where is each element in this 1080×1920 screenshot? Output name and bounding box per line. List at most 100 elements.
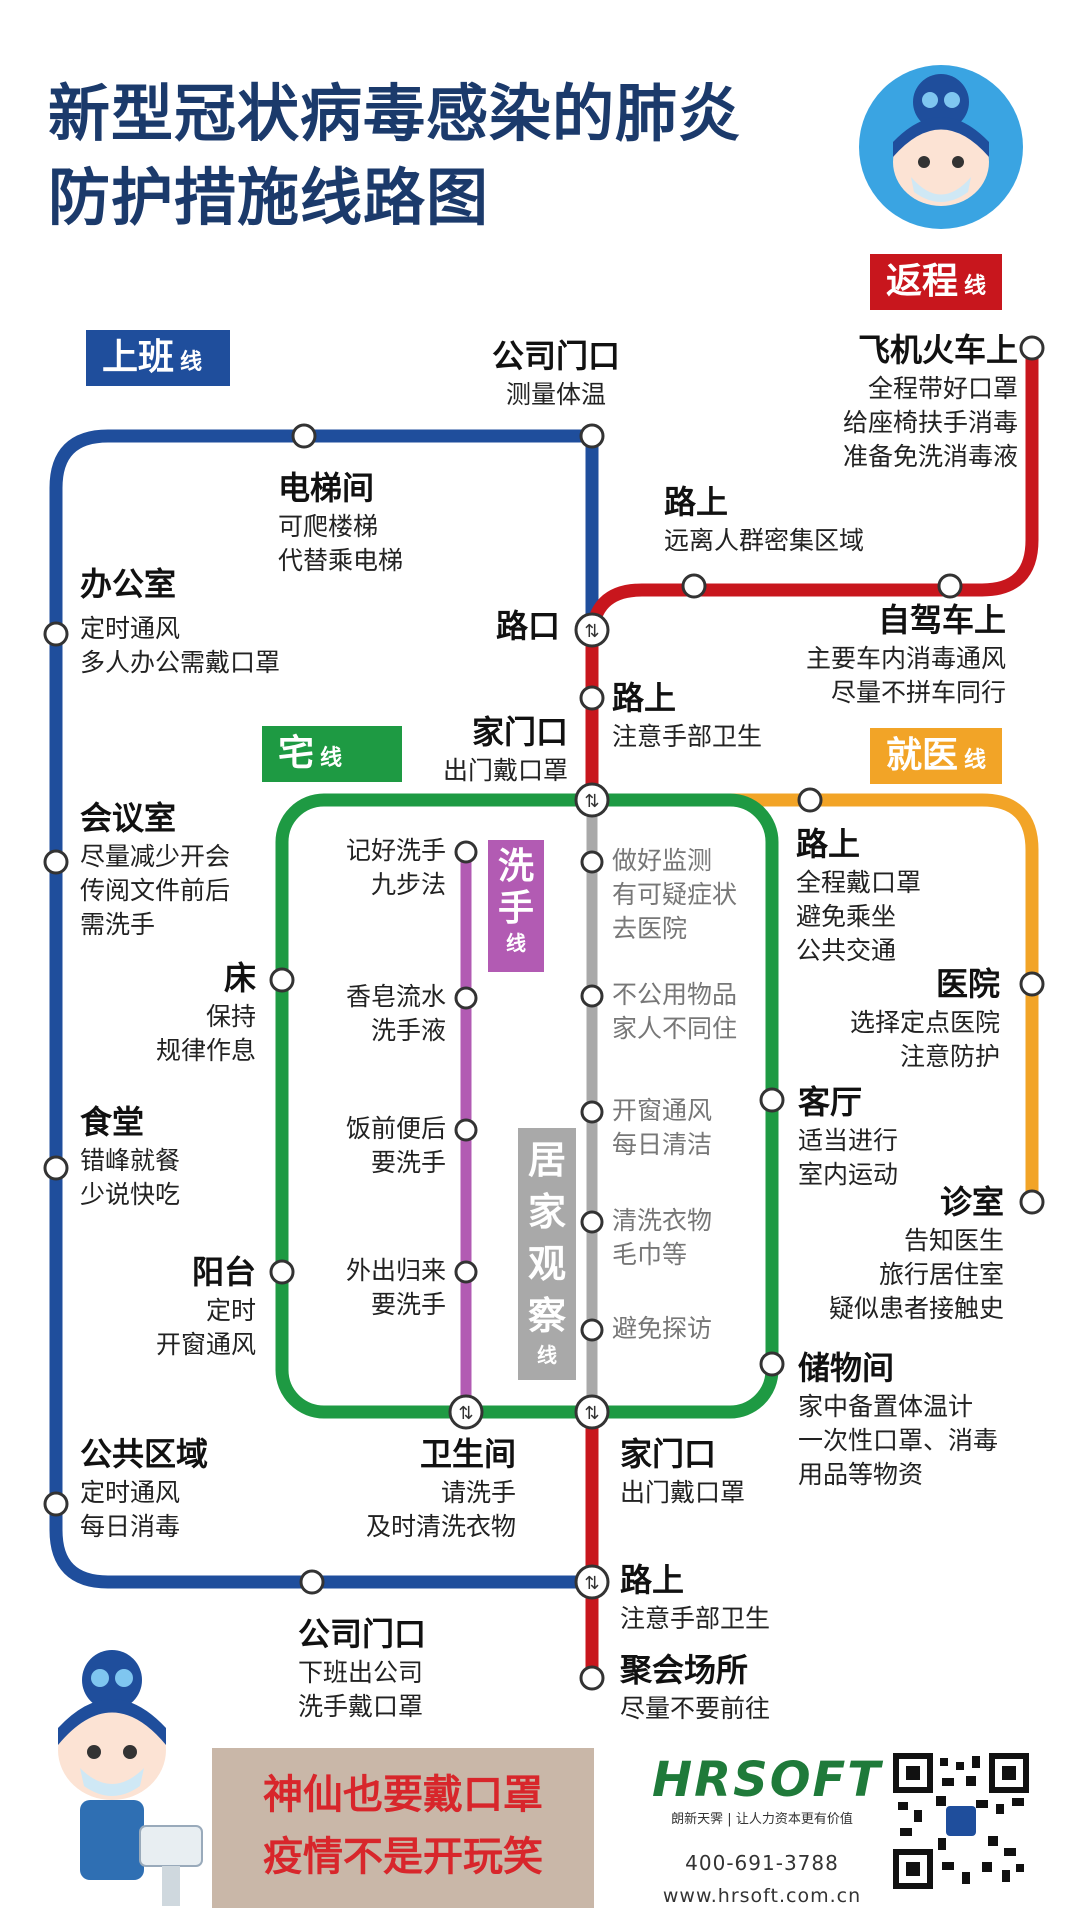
station-dot <box>1019 971 1045 997</box>
station-desc: 主要车内消毒通风 <box>805 644 1006 673</box>
station-desc: 多人办公需戴口罩 <box>80 648 281 677</box>
station-name: 公司门口 <box>491 337 620 375</box>
svg-text:⇅: ⇅ <box>584 791 599 812</box>
station-lushang-bottom: 路上 注意手部卫生 <box>620 1558 770 1636</box>
station-dot <box>579 685 605 711</box>
station-desc: 全程带好口罩 <box>867 374 1018 403</box>
handwash-text: 香皂流水 <box>345 982 446 1011</box>
station-name: 阳台 <box>191 1253 256 1291</box>
station-dot <box>291 423 317 449</box>
station-name: 路上 <box>612 679 677 717</box>
slogan-line: 神仙也要戴口罩 <box>263 1772 543 1818</box>
tag-jujia-char: 居 <box>527 1138 566 1182</box>
station-desc: 尽量减少开会 <box>80 842 231 871</box>
svg-text:⇅: ⇅ <box>584 621 599 642</box>
station-dot <box>43 1155 69 1181</box>
station-desc: 注意手部卫生 <box>620 1604 771 1633</box>
observe-text: 清洗衣物 <box>612 1206 713 1235</box>
svg-text:⇅: ⇅ <box>584 1573 599 1594</box>
handwash-text: 要洗手 <box>370 1148 446 1177</box>
station-desc: 室内运动 <box>798 1160 899 1189</box>
observe-item: 不公用物品家人不同住 <box>612 978 737 1046</box>
observe-text: 有可疑症状 <box>612 880 738 909</box>
station-yangtai: 阳台 定时 开窗通风 <box>120 1250 256 1362</box>
station-dot <box>454 1118 478 1142</box>
station-dot <box>797 787 823 813</box>
station-name: 公共区域 <box>80 1435 209 1473</box>
station-desc: 传阅文件前后 <box>80 876 231 905</box>
station-lukou: 路口 <box>420 604 560 648</box>
station-name: 家门口 <box>471 713 568 751</box>
station-jiamen-bottom: 家门口 出门戴口罩 <box>620 1432 745 1510</box>
brand-logo: HRSOFT <box>652 1752 883 1808</box>
tag-jujia-char: 察 <box>527 1294 566 1338</box>
mascot-avatar-icon <box>859 65 1023 229</box>
station-desc: 公共交通 <box>796 936 897 965</box>
station-name: 诊室 <box>939 1183 1004 1221</box>
observe-text: 不公用物品 <box>612 980 738 1009</box>
station-feiji: 飞机火车上 全程带好口罩 给座椅扶手消毒 准备免洗消毒液 <box>760 328 1018 474</box>
observe-text: 开窗通风 <box>612 1096 713 1125</box>
station-lushang-jiuyi: 路上 全程戴口罩 避免乘坐 公共交通 <box>796 822 921 968</box>
station-desc: 定时通风 <box>80 614 181 643</box>
svg-text:⇅: ⇅ <box>458 1403 473 1424</box>
station-dot <box>580 984 604 1008</box>
station-desc: 出门戴口罩 <box>442 756 568 785</box>
tag-xishou-suffix: 线 <box>506 931 526 955</box>
station-dot <box>43 1491 69 1517</box>
station-desc: 全程戴口罩 <box>796 868 922 897</box>
tag-jujia: 居 家 观 察 线 <box>518 1128 576 1380</box>
station-chuang: 床 保持 规律作息 <box>120 956 256 1068</box>
tag-jiuyi-suffix: 线 <box>964 748 987 773</box>
tag-fancheng-main: 返程 <box>886 261 959 302</box>
station-desc: 注意防护 <box>899 1042 1000 1071</box>
station-dot <box>454 1260 478 1284</box>
station-name: 床 <box>223 959 256 997</box>
tag-jujia-suffix: 线 <box>537 1343 557 1367</box>
station-dot <box>580 850 604 874</box>
page-title: 新型冠状病毒感染的肺炎 防护措施线路图 <box>48 72 741 240</box>
station-juhui: 聚会场所 尽量不要前往 <box>620 1648 770 1726</box>
observe-item: 开窗通风每日清洁 <box>612 1094 712 1162</box>
observe-text: 每日清洁 <box>612 1130 713 1159</box>
station-name: 路上 <box>664 483 729 521</box>
observe-text: 毛巾等 <box>612 1240 688 1269</box>
brand-block: HRSOFT 朗新天霁 | 让人力资本更有价值 400-691-3788 www… <box>652 1752 883 1907</box>
tag-xishou: 洗 手 线 <box>488 840 544 972</box>
station-name: 聚会场所 <box>620 1651 749 1689</box>
tag-jiuyi-main: 就医 <box>886 735 959 776</box>
station-desc: 每日消毒 <box>80 1512 181 1541</box>
station-name: 路上 <box>796 825 861 863</box>
station-dot <box>1019 335 1045 361</box>
station-desc: 错峰就餐 <box>80 1146 181 1175</box>
slogan-line: 疫情不是开玩笑 <box>263 1834 543 1880</box>
observe-item: 做好监测有可疑症状去医院 <box>612 844 737 946</box>
tag-shangban: 上班线 <box>86 330 230 386</box>
station-name: 会议室 <box>80 799 177 837</box>
observe-text: 去医院 <box>612 914 688 943</box>
station-dot <box>937 573 963 599</box>
station-name: 自驾车上 <box>877 601 1006 639</box>
station-dot <box>681 573 707 599</box>
station-desc: 远离人群密集区域 <box>664 526 865 555</box>
tag-xishou-char: 洗 <box>497 846 534 887</box>
brand-url: www.hrsoft.com.cn <box>662 1885 862 1907</box>
station-dot <box>43 849 69 875</box>
station-desc: 请洗手 <box>440 1478 516 1507</box>
station-desc: 可爬楼梯 <box>278 512 379 541</box>
station-desc: 准备免洗消毒液 <box>842 442 1018 471</box>
station-name: 飞机火车上 <box>857 331 1018 369</box>
station-desc: 告知医生 <box>903 1226 1004 1255</box>
station-gongsi-top: 公司门口 测量体温 <box>446 334 666 412</box>
station-dot <box>579 1665 605 1691</box>
station-desc: 定时通风 <box>80 1478 181 1507</box>
handwash-text: 洗手液 <box>370 1016 446 1045</box>
observe-text: 避免探访 <box>612 1314 713 1343</box>
station-dot <box>269 967 295 993</box>
station-dot <box>454 986 478 1010</box>
station-dianti: 电梯间 可爬楼梯 代替乘电梯 <box>278 466 403 578</box>
station-desc: 家中备置体温计 <box>798 1392 974 1421</box>
tag-fancheng-suffix: 线 <box>964 274 987 299</box>
station-desc: 一次性口罩、消毒 <box>798 1426 999 1455</box>
station-dot <box>269 1259 295 1285</box>
